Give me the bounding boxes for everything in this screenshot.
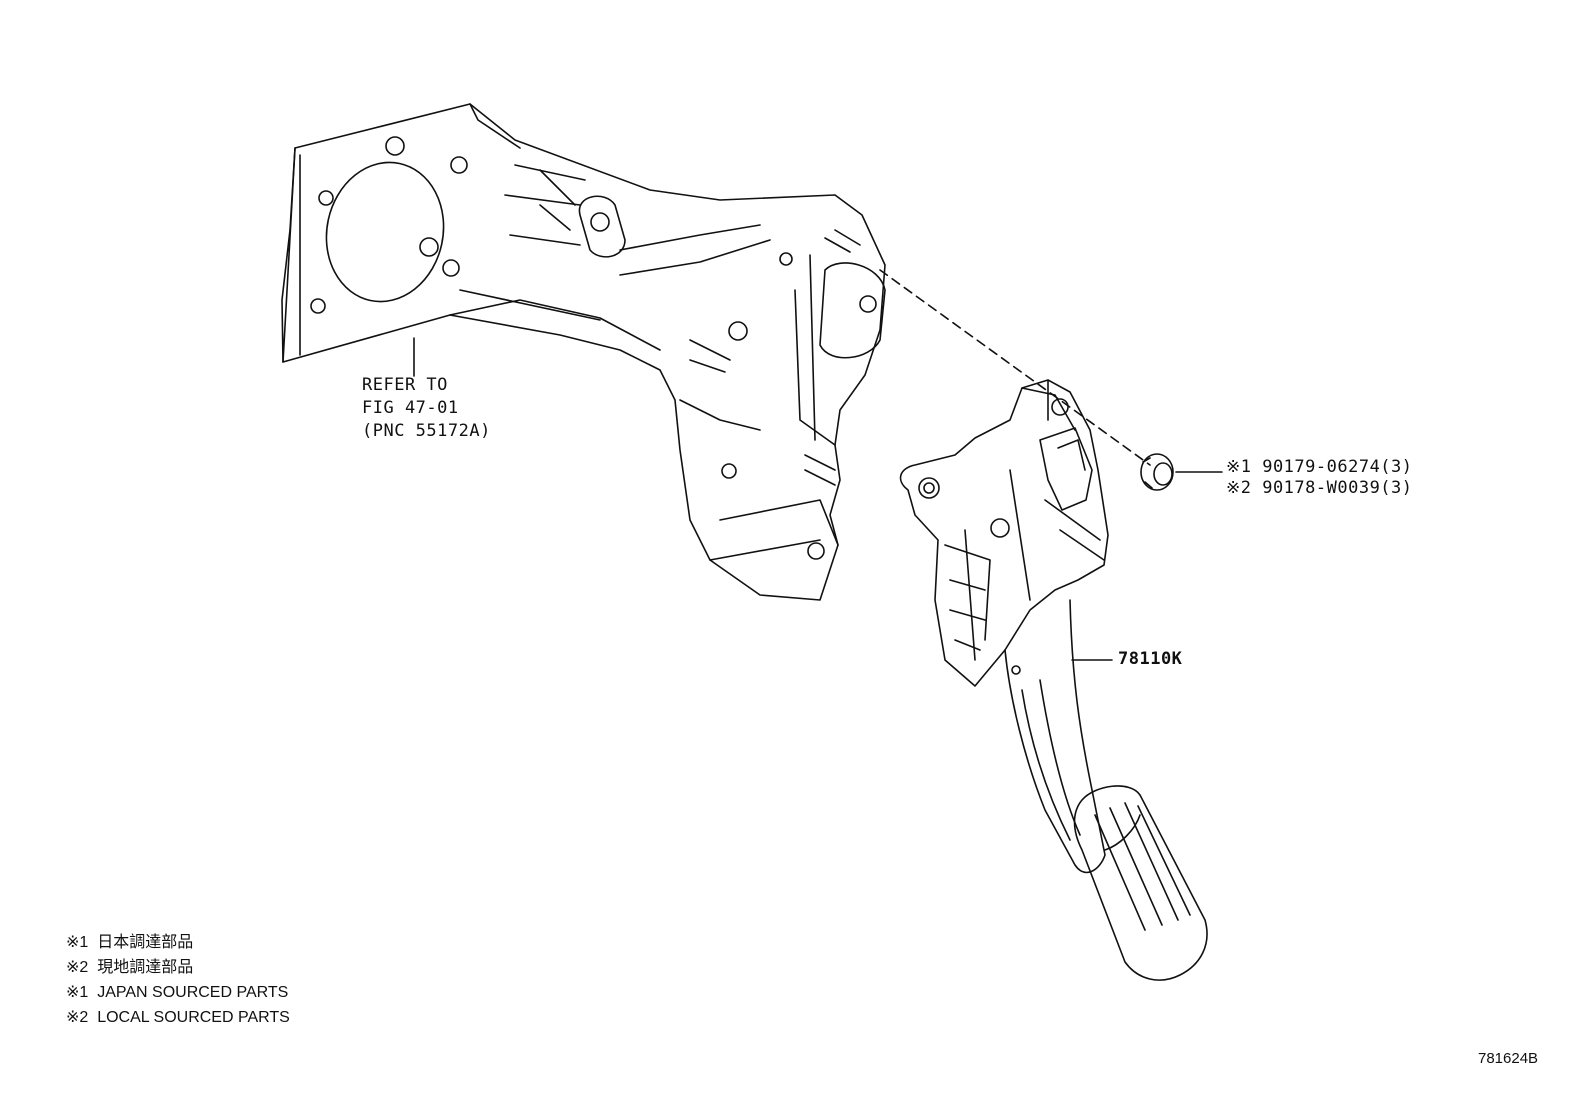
note-local-jp: ※2 現地調達部品 [66,959,194,976]
nut-callout-local: ※2 90178-W0039(3) [1226,478,1413,498]
pedal-bracket [281,103,886,601]
refer-label-line1: REFER TO [362,375,448,395]
refer-label-line2: FIG 47-01 [362,398,459,418]
note-japan-jp: ※1 日本調達部品 [66,934,194,951]
nut [1140,453,1174,491]
refer-label-line3: (PNC 55172A) [362,421,491,441]
mounting-dashed-line [879,269,1151,466]
accelerator-pedal-assembly [899,379,1208,981]
drawing-number: 781624B [1478,1050,1539,1067]
pedal-part-number: 78110K [1118,649,1183,669]
nut-callout-japan: ※1 90179-06274(3) [1226,457,1413,477]
note-japan-en: ※1 JAPAN SOURCED PARTS [66,984,289,1001]
note-local-en: ※2 LOCAL SOURCED PARTS [66,1009,290,1026]
